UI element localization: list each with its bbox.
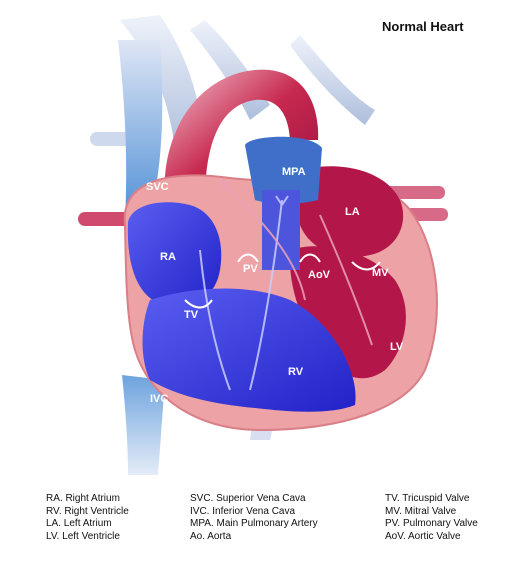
label-ra: RA <box>160 251 176 263</box>
tricuspid-valve-marker <box>184 299 213 309</box>
label-svc: SVC <box>146 181 169 193</box>
legend-item: IVC. Inferior Vena Cava <box>190 505 296 517</box>
flow-lines <box>199 195 289 391</box>
aortic-valve-marker <box>299 253 321 263</box>
label-mv: MV <box>372 267 389 279</box>
legend-item: TV. Tricuspid Valve <box>385 493 470 504</box>
label-mpa: MPA <box>282 166 306 178</box>
right-atrium <box>127 202 222 307</box>
flow-lines-left <box>219 179 373 346</box>
legend-item: LA. Left Atrium <box>46 518 112 529</box>
superior-vena-cava <box>118 40 163 220</box>
main-pulmonary-artery <box>245 136 322 204</box>
label-tv: TV <box>184 309 199 321</box>
legend-item: SVC. Superior Vena Cava <box>190 493 306 504</box>
aorta <box>164 69 319 200</box>
label-rv: RV <box>288 366 304 378</box>
label-pv: PV <box>243 263 258 275</box>
legend-item: LV. Left Ventricle <box>46 530 120 542</box>
label-lv: LV <box>390 341 404 353</box>
legend-item: AoV. Aortic Valve <box>385 530 461 542</box>
legend-item: RA. Right Atrium <box>46 493 120 504</box>
label-aov: AoV <box>308 269 331 281</box>
left-atrium <box>300 166 404 257</box>
label-la: LA <box>345 206 360 218</box>
inferior-vena-cava <box>122 375 165 475</box>
legend-item: MPA. Main Pulmonary Artery <box>190 518 318 529</box>
legend-item: RV. Right Ventricle <box>46 505 129 517</box>
legend-item: PV. Pulmonary Valve <box>385 518 478 529</box>
legend-item: MV. Mitral Valve <box>385 505 457 517</box>
diagram-title: Normal Heart <box>382 19 464 34</box>
label-ao: Ao <box>208 159 223 171</box>
legend-item: Ao. Aorta <box>190 530 232 542</box>
label-ivc: IVC <box>150 393 168 405</box>
pulmonary-valve-marker <box>237 253 259 263</box>
legend-column-3: TV. Tricuspid Valve MV. Mitral Valve PV.… <box>385 493 478 543</box>
legend-column-1: RA. Right Atrium RV. Right Ventricle LA.… <box>46 493 129 543</box>
valves <box>184 253 381 309</box>
right-ventricle <box>142 288 356 412</box>
mitral-valve-marker <box>351 261 381 271</box>
legend-column-2: SVC. Superior Vena Cava IVC. Inferior Ve… <box>190 493 318 543</box>
